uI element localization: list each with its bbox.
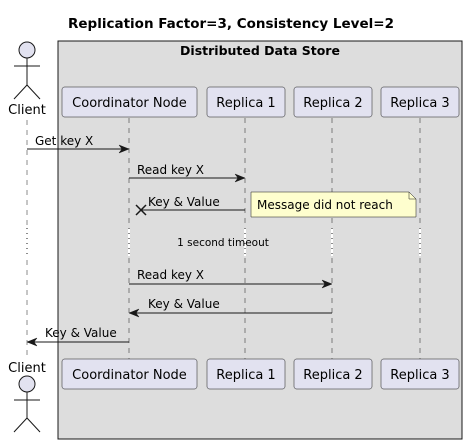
actor-head-icon [18,375,36,393]
note-message-did-not-reach: Message did not reach [250,191,417,218]
box-title: Distributed Data Store [180,43,340,58]
participant-label: Replica 1 [216,96,275,111]
participant-replica2-bottom: Replica 2 [293,358,373,390]
participant-label: Replica 2 [303,96,362,111]
message-label: Key & Value [148,195,220,209]
diagram-title: Replication Factor=3, Consistency Level=… [68,16,394,32]
message-label: Key & Value [45,326,117,340]
participant-replica3-top: Replica 3 [380,86,460,118]
client-label-top: Client [8,103,46,118]
participant-replica2-top: Replica 2 [293,86,373,118]
client-actor-top: Client [8,41,46,118]
participant-label: Coordinator Node [72,368,187,383]
participant-label: Replica 3 [390,368,449,383]
participant-coordinator-bottom: Coordinator Node [61,358,198,390]
message-key-value-replica2 [128,308,332,318]
timeout-delay-label: 1 second timeout [177,237,269,249]
participant-replica1-bottom: Replica 1 [206,358,286,390]
actor-head-icon [18,41,36,59]
message-label: Read key X [137,163,204,177]
message-read-key-replica1 [129,173,246,183]
message-key-value-client [26,337,129,347]
participant-replica1-top: Replica 1 [206,86,286,118]
message-read-key-replica2 [129,279,333,289]
message-label: Read key X [137,268,204,282]
client-actor-bottom: Client [8,361,46,433]
client-label-bottom: Client [8,361,46,376]
message-label: Get key X [35,134,93,148]
participant-replica3-bottom: Replica 3 [380,358,460,390]
message-lost-key-value [135,204,245,216]
note-text: Message did not reach [257,198,393,212]
participant-label: Replica 1 [216,368,275,383]
message-get-key [27,144,130,154]
participant-label: Replica 3 [390,96,449,111]
message-label: Key & Value [148,297,220,311]
participant-label: Coordinator Node [72,96,187,111]
participant-label: Replica 2 [303,368,362,383]
participant-coordinator-top: Coordinator Node [61,86,198,118]
